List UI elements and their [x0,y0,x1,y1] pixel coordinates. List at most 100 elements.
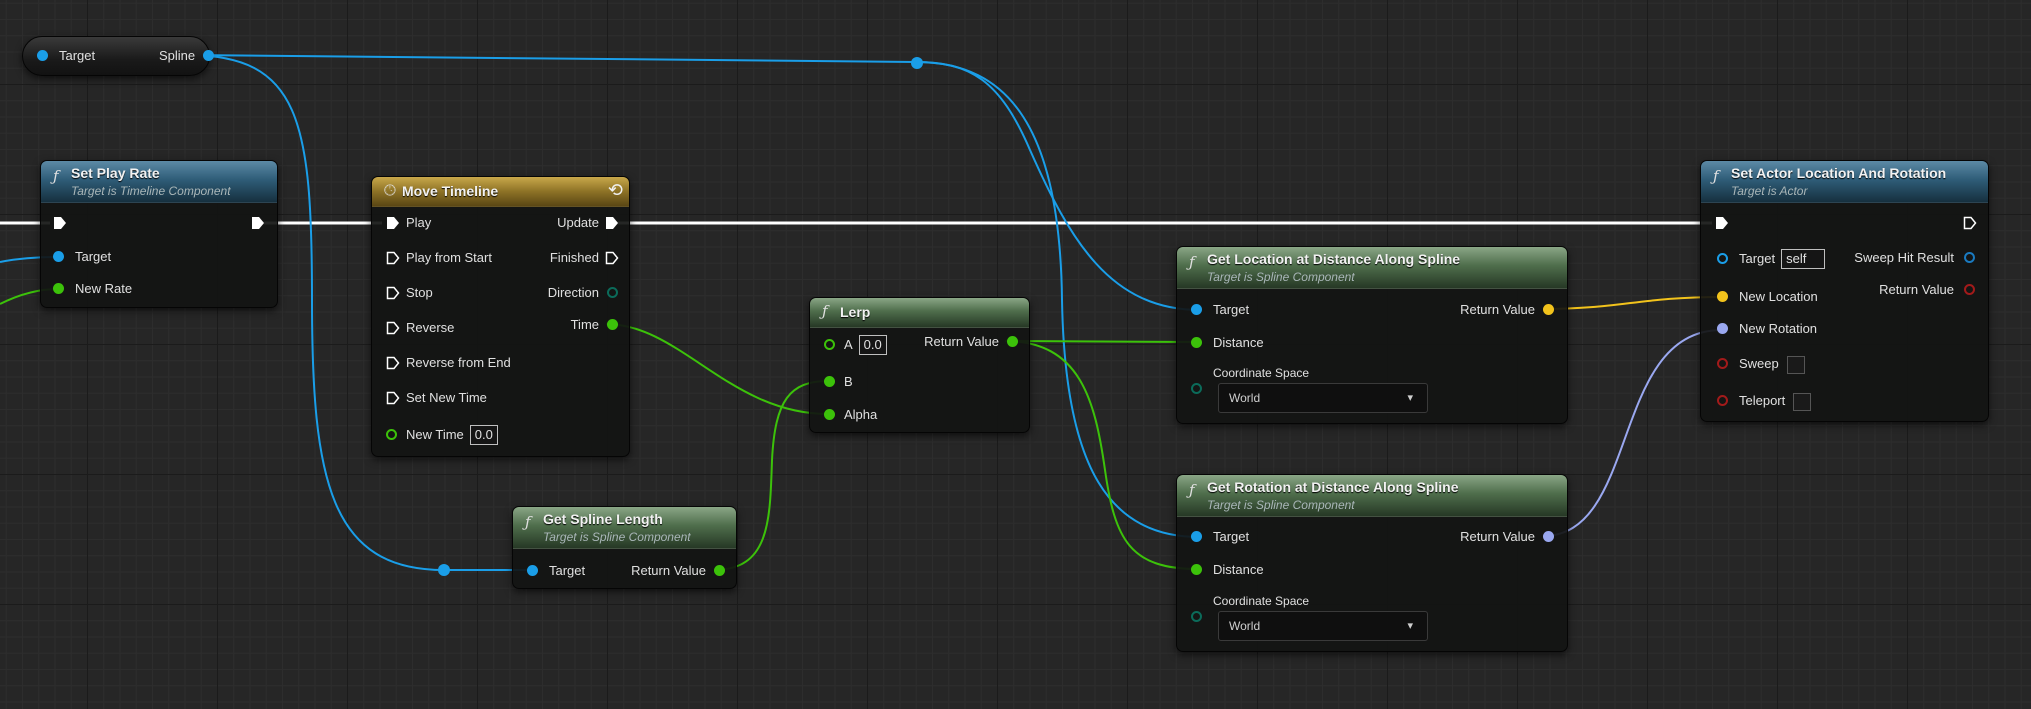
exec-out-pin-icon[interactable] [605,251,619,265]
float-pin-icon[interactable] [824,409,835,420]
move-timeline-header[interactable]: 🕓︎ Move Timeline ⟲ [372,177,629,207]
move-timeline-title: Move Timeline [402,183,499,199]
function-icon: ƒ [1189,253,1195,271]
new-rotation-row: New Rotation [1717,319,1837,339]
set-actor-target-input[interactable]: self [1781,249,1826,269]
get-location-header[interactable]: ƒ Get Location at Distance Along Spline … [1177,247,1567,289]
wire-location-vector [1542,296,1723,310]
new-time-input[interactable]: 0.0 [469,425,498,445]
object-pin-icon[interactable] [53,251,64,262]
move-timeline-node[interactable]: 🕓︎ Move Timeline ⟲ Play Play from Start … [371,176,630,457]
teleport-checkbox[interactable] [1793,392,1812,411]
set-actor-header[interactable]: ƒ Set Actor Location And Rotation Target… [1701,161,1988,203]
direction-row: Direction [519,283,619,303]
object-pin-icon[interactable] [1191,304,1202,315]
get-rotation-title: Get Rotation at Distance Along Spline [1207,479,1459,495]
spline-variable-node[interactable]: Target Spline [22,36,214,76]
enum-pin-icon[interactable] [1191,611,1202,622]
get-spline-length-title: Get Spline Length [543,511,663,527]
set-new-time-label: Set New Time [406,390,487,405]
rotation-coordinate-row: Coordinate Space [1191,593,1431,622]
bool-pin-icon[interactable] [1717,358,1728,369]
set-new-time-row: Set New Time [386,388,506,408]
exec-out-pin-icon[interactable] [251,216,265,230]
float-pin-icon[interactable] [607,319,618,330]
var-spline-pin-row: Spline [133,46,214,66]
get-location-subtitle: Target is Spline Component [1207,270,1355,284]
teleport-wrap: Teleport [1739,391,1812,411]
object-pin-icon[interactable] [37,50,48,61]
bool-pin-icon[interactable] [1717,395,1728,406]
rotation-coordinate-dropdown[interactable]: World ▾ [1218,611,1428,641]
finished-row: Finished [529,248,619,268]
bool-pin-icon[interactable] [1964,284,1975,295]
lerp-return-row: Return Value [899,332,1019,352]
function-icon: ƒ [525,513,531,531]
exec-in-pin-icon[interactable] [1715,216,1729,230]
sweep-hit-result-row: Sweep Hit Result [1836,248,1976,268]
struct-pin-icon[interactable] [1964,252,1975,263]
float-pin-icon[interactable] [1191,564,1202,575]
reroute-knot-spline[interactable] [911,57,923,69]
wire-lerp-rotation-distance [1004,340,1199,570]
new-location-label: New Location [1739,289,1818,304]
location-coordinate-label: Coordinate Space [1213,366,1310,380]
lerp-return-label: Return Value [924,334,999,349]
object-pin-icon[interactable] [1191,531,1202,542]
set-actor-return-label: Return Value [1879,282,1954,297]
wire-lerp-location-distance [1004,340,1199,343]
exec-in-pin-icon[interactable] [386,321,400,335]
get-spline-length-header[interactable]: ƒ Get Spline Length Target is Spline Com… [513,507,736,549]
float-pin-icon[interactable] [824,339,835,350]
enum-pin-icon[interactable] [607,287,618,298]
clock-icon: 🕓︎ [384,181,396,199]
rotation-target-row: Target [1191,527,1291,547]
exec-out-pin-icon[interactable] [605,216,619,230]
lerp-header[interactable]: ƒ Lerp [810,298,1029,328]
var-spline-label: Spline [159,48,196,63]
spline-length-return-label: Return Value [631,563,706,578]
get-rotation-header[interactable]: ƒ Get Rotation at Distance Along Spline … [1177,475,1567,517]
object-pin-icon[interactable] [203,50,214,61]
get-rotation-node[interactable]: ƒ Get Rotation at Distance Along Spline … [1176,474,1568,652]
set-play-rate-node[interactable]: ƒ Set Play Rate Target is Timeline Compo… [40,160,278,308]
reroute-knot-length[interactable] [438,564,450,576]
object-pin-icon[interactable] [1717,253,1728,264]
float-pin-icon[interactable] [1007,336,1018,347]
sweep-checkbox[interactable] [1786,355,1805,374]
float-pin-icon[interactable] [386,429,397,440]
play-label: Play [406,215,432,230]
set-actor-location-rotation-node[interactable]: ƒ Set Actor Location And Rotation Target… [1700,160,1989,422]
enum-pin-icon[interactable] [1191,383,1202,394]
rotator-pin-icon[interactable] [1543,531,1554,542]
float-pin-icon[interactable] [714,565,725,576]
location-coordinate-dropdown[interactable]: World ▾ [1218,383,1428,413]
exec-out-pin-icon[interactable] [1963,216,1977,230]
rotation-coordinate-label: Coordinate Space [1213,594,1310,608]
exec-in-pin-icon[interactable] [386,286,400,300]
vector-pin-icon[interactable] [1543,304,1554,315]
set-actor-target-label: Target [1739,251,1776,266]
rotator-pin-icon[interactable] [1717,323,1728,334]
wire-spline-rotation [915,61,1201,538]
loop-icon: ⟲ [607,180,623,200]
exec-in-pin-icon[interactable] [386,391,400,405]
get-location-node[interactable]: ƒ Get Location at Distance Along Spline … [1176,246,1568,424]
set-actor-title: Set Actor Location And Rotation [1731,165,1947,181]
exec-in-pin-icon[interactable] [386,251,400,265]
exec-in-pin-icon[interactable] [53,216,67,230]
object-pin-icon[interactable] [527,565,538,576]
set-actor-target-row: Target self [1717,249,1847,269]
float-pin-icon[interactable] [824,376,835,387]
float-pin-icon[interactable] [53,283,64,294]
lerp-a-input[interactable]: 0.0 [858,335,887,355]
exec-in-pin-icon[interactable] [386,356,400,370]
finished-label: Finished [549,250,599,265]
set-actor-subtitle: Target is Actor [1731,184,1808,198]
exec-in-pin-icon[interactable] [386,216,400,230]
vector-pin-icon[interactable] [1717,291,1728,302]
float-pin-icon[interactable] [1191,337,1202,348]
set-play-rate-header[interactable]: ƒ Set Play Rate Target is Timeline Compo… [41,161,277,203]
get-spline-length-node[interactable]: ƒ Get Spline Length Target is Spline Com… [512,506,737,589]
